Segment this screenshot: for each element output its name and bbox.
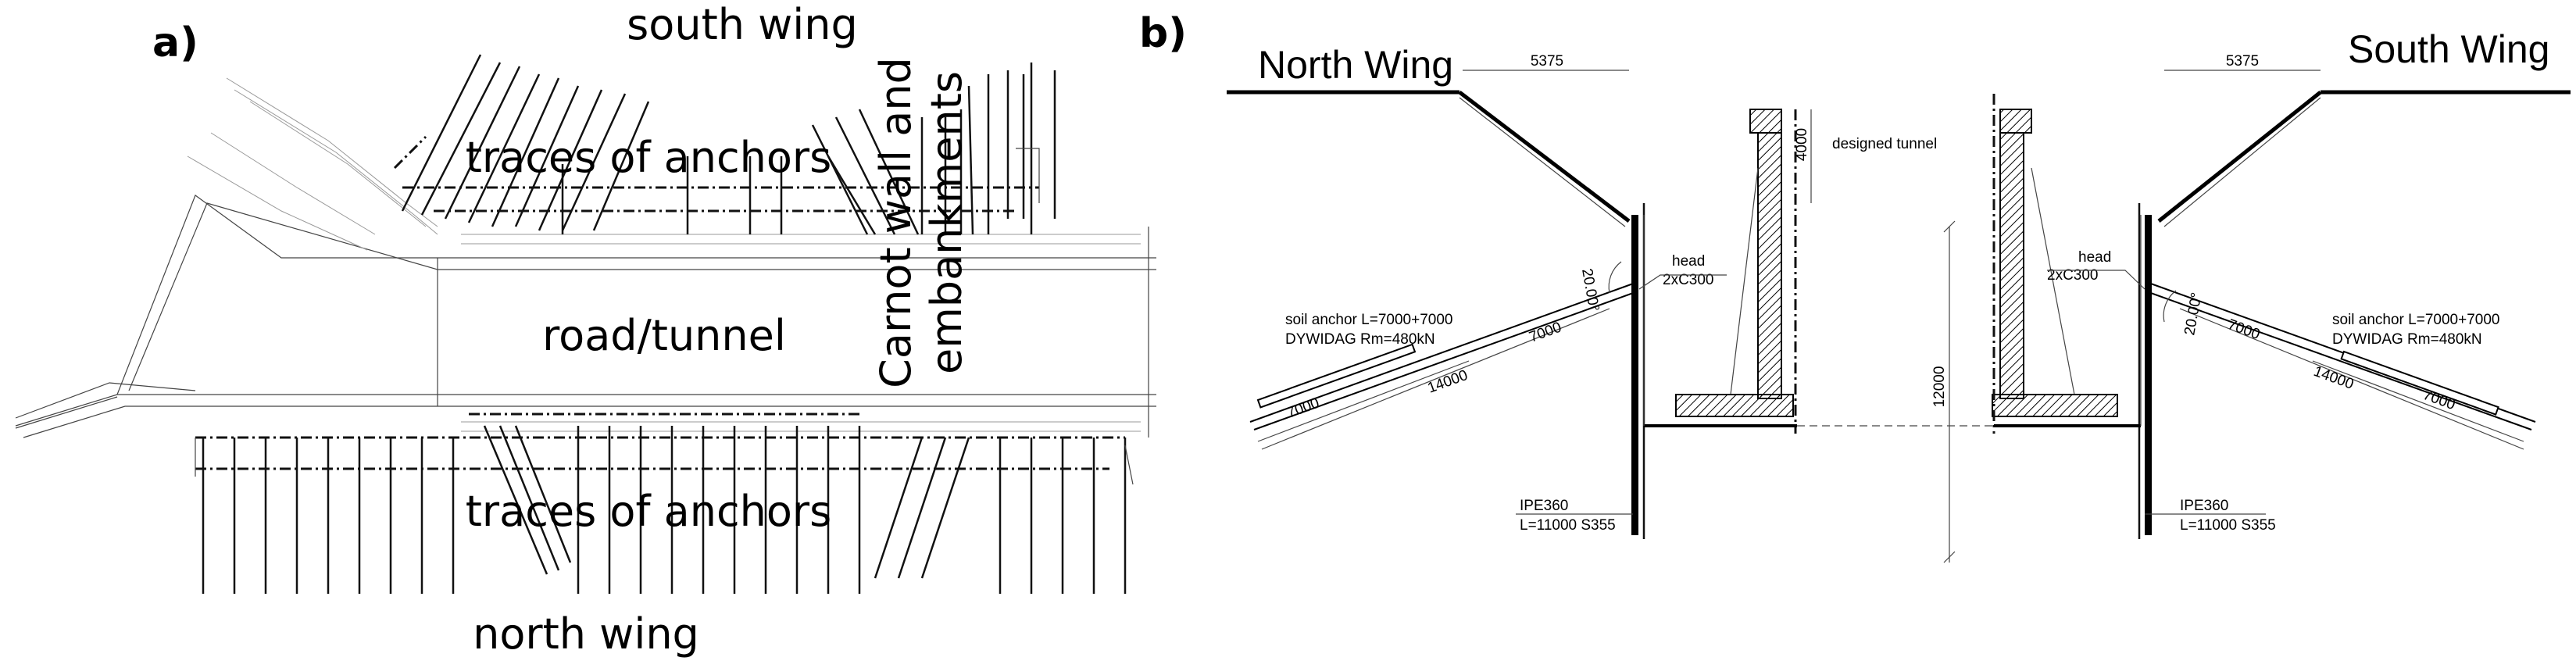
len-right-7000a: 7000 xyxy=(2225,316,2262,343)
left-tunnel-wall xyxy=(1675,109,1797,434)
sheet-piles xyxy=(1631,203,2152,539)
dim-12000: 12000 xyxy=(1931,366,1948,408)
traces-bottom-label: traces of anchors xyxy=(466,487,832,536)
angle-right: 20.00° xyxy=(2181,291,2205,337)
left-soil-anchor: 7000 14000 7000 soil anchor L=7000+7000 … xyxy=(1249,253,1727,450)
len-left-14000: 14000 xyxy=(1426,367,1470,397)
anchor-right-line2: DYWIDAG Rm=480kN xyxy=(2332,331,2482,348)
panel-b-section: b) 5375 5375 North Wing South Wing xyxy=(1139,10,2571,563)
road-tunnel-label: road/tunnel xyxy=(542,311,786,360)
anchor-right-line1: soil anchor L=7000+7000 xyxy=(2332,312,2499,328)
head-right: head xyxy=(2078,249,2111,266)
angle-left: 20.00° xyxy=(1578,267,1602,313)
anchor-left-line1: soil anchor L=7000+7000 xyxy=(1285,312,1452,328)
ipe-left-2: L=11000 S355 xyxy=(1520,517,1616,534)
dim-5375-right: 5375 xyxy=(2226,53,2259,70)
road-outline xyxy=(15,77,1156,438)
head-right-2: 2xC300 xyxy=(2047,267,2099,284)
head-left: head xyxy=(1672,253,1705,270)
len-left-7000a: 7000 xyxy=(1527,320,1564,346)
top-anchor-lines xyxy=(393,54,1056,235)
dim-4000: 4000 xyxy=(1794,128,1810,161)
south-wing-b-label: South Wing xyxy=(2348,27,2549,71)
north-wing-b-label: North Wing xyxy=(1258,43,1453,87)
len-left-7000b: 7000 xyxy=(1285,395,1322,422)
south-wing-label: south wing xyxy=(627,0,858,49)
ipe-right-2: L=11000 S355 xyxy=(2180,517,2276,534)
head-left-2: 2xC300 xyxy=(1663,272,1714,288)
panel-b-label: b) xyxy=(1139,10,1187,57)
ipe-labels: IPE360 L=11000 S355 IPE360 L=11000 S355 xyxy=(1516,498,2276,534)
right-tunnel-wall xyxy=(1992,94,2118,434)
designed-tunnel-label: designed tunnel xyxy=(1832,136,1937,152)
ipe-left-1: IPE360 xyxy=(1520,498,1568,514)
top-dimensions: 5375 5375 xyxy=(1463,53,2321,71)
vertical-dimensions: 12000 4000 designed tunnel xyxy=(1794,109,1956,563)
ipe-right-1: IPE360 xyxy=(2180,498,2228,514)
anchor-left-line2: DYWIDAG Rm=480kN xyxy=(1285,331,1435,348)
panel-a-label: a) xyxy=(152,20,198,66)
north-wing-label: north wing xyxy=(473,609,699,659)
excavation-floor xyxy=(1643,215,2142,427)
traces-top-label: traces of anchors xyxy=(466,133,832,182)
ground-profile xyxy=(1227,90,2571,227)
carnot-label-line2: embankments xyxy=(922,71,971,374)
dim-5375-left: 5375 xyxy=(1531,53,1563,70)
panel-a-plan: a) xyxy=(15,0,1156,659)
len-right-14000: 14000 xyxy=(2311,363,2356,393)
bottom-anchor-lines xyxy=(195,413,1134,594)
carnot-label-line1: Carnot wall and xyxy=(871,57,920,388)
right-soil-anchor: 7000 14000 7000 soil anchor L=7000+7000 … xyxy=(2047,249,2536,450)
